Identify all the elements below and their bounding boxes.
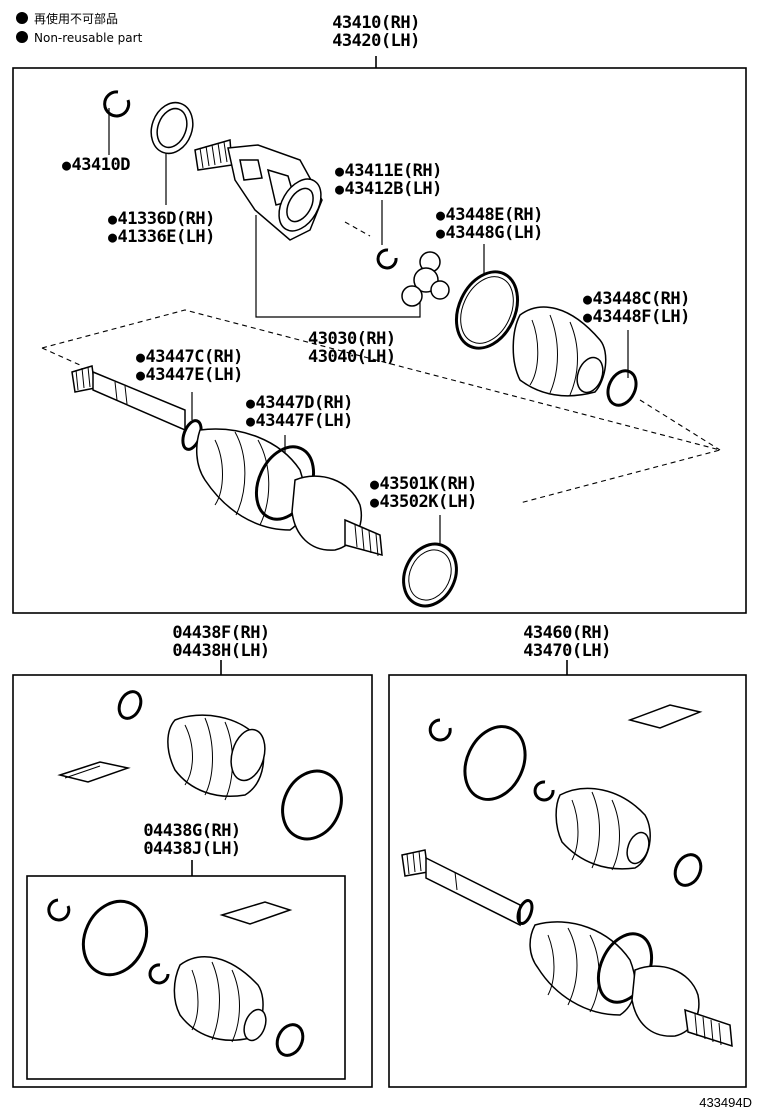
part-43502K: 43502K(LH) <box>370 493 478 511</box>
part-label-43410D[interactable]: 43410D <box>62 156 131 174</box>
kit-left-frame <box>12 674 373 1088</box>
part-43040: 43040(LH) <box>308 347 396 367</box>
part-43448G: 43448G(LH) <box>436 224 544 242</box>
part-43410D: 43410D <box>62 156 131 174</box>
part-41336E: 41336E(LH) <box>108 228 216 246</box>
part-41336D: 41336D(RH) <box>108 210 216 228</box>
legend-jp-row: 再使用不可部品 <box>16 10 142 29</box>
part-label-43447C[interactable]: 43447C(RH) 43447E(LH) <box>136 348 244 384</box>
bullet-icon <box>16 12 28 24</box>
part-43448E: 43448E(RH) <box>436 206 544 224</box>
part-43411E: 43411E(RH) <box>335 162 443 180</box>
assembly-label[interactable]: 43410(RH) 43420(LH) <box>318 14 434 50</box>
kit-right-rh: 43460(RH) <box>523 623 611 643</box>
assembly-rh: 43410(RH) <box>332 13 420 33</box>
part-43448F: 43448F(LH) <box>583 308 691 326</box>
legend-en-row: Non-reusable part <box>16 29 142 48</box>
kit-left-inner-label[interactable]: 04438G(RH) 04438J(LH) <box>127 822 257 858</box>
part-43448C: 43448C(RH) <box>583 290 691 308</box>
document-id: 433494D <box>699 1095 752 1110</box>
kit-left-inner-frame <box>26 875 346 1080</box>
part-43412B: 43412B(LH) <box>335 180 443 198</box>
part-label-43448C[interactable]: 43448C(RH) 43448F(LH) <box>583 290 691 326</box>
kit-left-label[interactable]: 04438F(RH) 04438H(LH) <box>156 624 286 660</box>
legend: 再使用不可部品 Non-reusable part <box>16 10 142 48</box>
part-43447C: 43447C(RH) <box>136 348 244 366</box>
part-43447F: 43447F(LH) <box>246 412 354 430</box>
part-label-43030[interactable]: 43030(RH) 43040(LH) <box>308 330 396 366</box>
kit-left-inner-rh: 04438G(RH) <box>143 821 241 841</box>
part-43447D: 43447D(RH) <box>246 394 354 412</box>
part-label-43501K[interactable]: 43501K(RH) 43502K(LH) <box>370 475 478 511</box>
part-43447E: 43447E(LH) <box>136 366 244 384</box>
kit-right-lh: 43470(LH) <box>523 641 611 661</box>
part-label-43447D[interactable]: 43447D(RH) 43447F(LH) <box>246 394 354 430</box>
part-label-43448E[interactable]: 43448E(RH) 43448G(LH) <box>436 206 544 242</box>
part-label-43411[interactable]: 43411E(RH) 43412B(LH) <box>335 162 443 198</box>
kit-left-lh: 04438H(LH) <box>172 641 270 661</box>
part-label-41336[interactable]: 41336D(RH) 41336E(LH) <box>108 210 216 246</box>
legend-jp-text: 再使用不可部品 <box>34 12 119 26</box>
legend-en-text: Non-reusable part <box>34 31 143 45</box>
kit-left-inner-lh: 04438J(LH) <box>143 839 241 859</box>
part-43501K: 43501K(RH) <box>370 475 478 493</box>
assembly-lh: 43420(LH) <box>332 31 420 51</box>
kit-left-rh: 04438F(RH) <box>172 623 270 643</box>
bullet-icon <box>16 31 28 43</box>
main-assembly-frame <box>12 67 747 614</box>
kit-right-label[interactable]: 43460(RH) 43470(LH) <box>507 624 627 660</box>
part-43030: 43030(RH) <box>308 329 396 349</box>
